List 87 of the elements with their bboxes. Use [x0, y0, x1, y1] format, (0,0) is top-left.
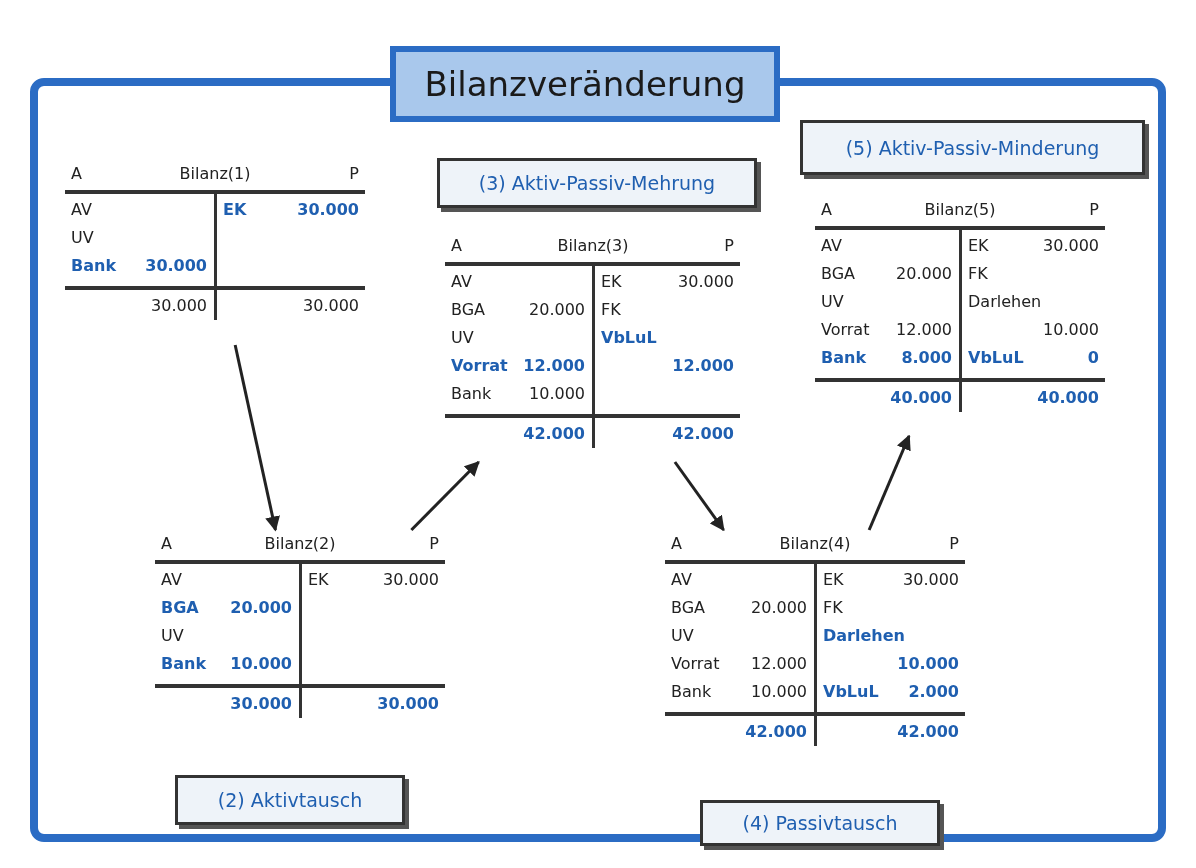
title: Bilanzveränderung [390, 46, 780, 122]
row-label: UV [71, 228, 94, 248]
account-title: Bilanz(2) [264, 534, 336, 554]
row-label: BGA [671, 598, 706, 618]
account-title: Bilanz(1) [179, 164, 251, 184]
row-label: UV [821, 292, 844, 312]
row-label: EK [223, 200, 247, 220]
row-label: BGA [821, 264, 856, 284]
amount: 0 [1087, 348, 1099, 368]
amount: 20.000 [896, 264, 952, 284]
amount: 8.000 [901, 348, 952, 368]
row-label: VbLuL [823, 682, 879, 702]
column-header: A [821, 200, 832, 220]
amount: 20.000 [751, 598, 807, 618]
row-label: Bank [451, 384, 492, 404]
row-label: EK [968, 236, 989, 256]
column-header: A [451, 236, 462, 256]
amount: 12.000 [672, 356, 734, 376]
row-label: Bank [821, 348, 867, 368]
total-amount: 42.000 [672, 424, 734, 444]
arrow [233, 344, 280, 532]
amount: 10.000 [751, 682, 807, 702]
row-label: EK [601, 272, 622, 292]
total-amount: 40.000 [1037, 388, 1099, 408]
total-amount: 42.000 [745, 722, 807, 742]
total-amount: 30.000 [303, 296, 359, 316]
total-amount: 42.000 [523, 424, 585, 444]
column-header: P [1089, 200, 1099, 220]
row-label: FK [968, 264, 988, 284]
account-title: Bilanz(4) [779, 534, 851, 554]
column-header: A [671, 534, 682, 554]
amount: 30.000 [903, 570, 959, 590]
row-label: AV [671, 570, 692, 590]
total-amount: 30.000 [377, 694, 439, 714]
row-label: AV [71, 200, 92, 220]
arrow [410, 460, 480, 532]
account-title: Bilanz(5) [924, 200, 996, 220]
row-label: AV [451, 272, 472, 292]
row-label: UV [161, 626, 184, 646]
column-header: A [161, 534, 172, 554]
row-label: VbLuL [968, 348, 1024, 368]
row-label: AV [161, 570, 182, 590]
row-label: FK [601, 300, 621, 320]
row-label: Darlehen [968, 292, 1042, 312]
row-label: EK [308, 570, 329, 590]
total-amount: 42.000 [897, 722, 959, 742]
amount: 10.000 [1043, 320, 1099, 340]
row-label: FK [823, 598, 843, 618]
total-amount: 40.000 [890, 388, 952, 408]
row-label: Bank [71, 256, 117, 276]
row-label: BGA [451, 300, 486, 320]
arrow [673, 461, 725, 532]
amount: 20.000 [230, 598, 292, 618]
row-label: Bank [161, 654, 207, 674]
amount: 12.000 [523, 356, 585, 376]
amount: 30.000 [297, 200, 359, 220]
row-label: UV [451, 328, 474, 348]
row-label: Vorrat [451, 356, 508, 376]
amount: 30.000 [145, 256, 207, 276]
arrow [867, 434, 911, 531]
amount: 12.000 [896, 320, 952, 340]
account-title: Bilanz(3) [557, 236, 629, 256]
column-header: P [349, 164, 359, 184]
amount: 20.000 [529, 300, 585, 320]
amount: 2.000 [908, 682, 959, 702]
total-amount: 30.000 [230, 694, 292, 714]
row-label: Bank [671, 682, 712, 702]
amount: 12.000 [751, 654, 807, 674]
amount: 30.000 [1043, 236, 1099, 256]
row-label: Vorrat [821, 320, 870, 340]
amount: 10.000 [897, 654, 959, 674]
amount: 10.000 [230, 654, 292, 674]
row-label: EK [823, 570, 844, 590]
row-label: BGA [161, 598, 199, 618]
row-label: Darlehen [823, 626, 905, 646]
row-label: VbLuL [601, 328, 657, 348]
row-label: Vorrat [671, 654, 720, 674]
total-amount: 30.000 [151, 296, 207, 316]
row-label: UV [671, 626, 694, 646]
column-header: A [71, 164, 82, 184]
row-label: AV [821, 236, 842, 256]
amount: 30.000 [678, 272, 734, 292]
amount: 30.000 [383, 570, 439, 590]
column-header: P [429, 534, 439, 554]
column-header: P [949, 534, 959, 554]
column-header: P [724, 236, 734, 256]
amount: 10.000 [529, 384, 585, 404]
